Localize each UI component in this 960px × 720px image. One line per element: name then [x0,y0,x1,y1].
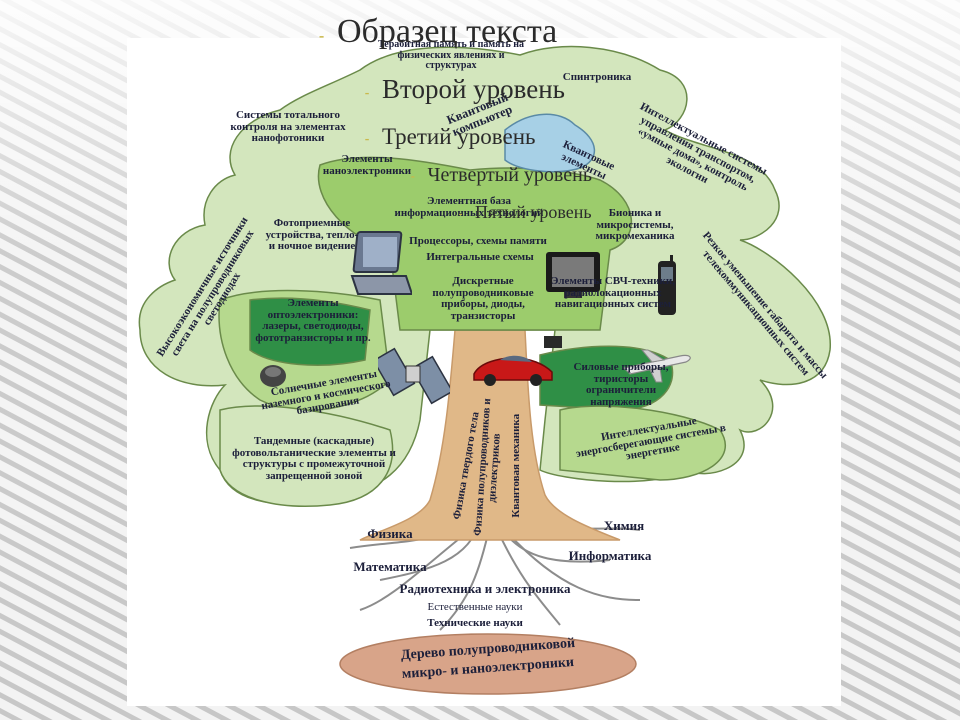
placeholder-level-2-text: Второй уровень [382,74,565,104]
placeholder-level-4-text: Четвертый уровень [427,164,592,186]
label-integrated-circuits: Интегральные схемы [426,251,534,263]
airplane-icon [622,349,691,383]
placeholder-level-1-text: Образец текста [337,13,558,50]
placeholder-level-2[interactable]: ⁃ Второй уровень [364,74,565,105]
monitor-icon [546,252,600,298]
bullet-icon: ⁃ [318,31,325,46]
mobile-phone-icon [658,255,676,315]
placeholder-level-1[interactable]: ⁃ Образец текста [318,13,557,51]
trunk-graphic [359,329,621,541]
canopy-graphic [138,45,831,507]
label-optoelectronics: Элементы оптоэлектроники: лазеры, светод… [255,297,371,344]
title-plaque [339,633,637,695]
label-processors: Процессоры, схемы памяти [409,235,547,247]
label-discrete-devices: Дискретные полупроводниковые приборы, ди… [432,275,534,322]
label-photoreceivers: Фотоприемные устройства, тепло- и ночное… [265,217,359,253]
label-mathematics: Математика [353,559,427,574]
label-nanoelectronics: Элементы наноэлектроники [322,153,412,177]
placeholder-level-3-text: Третий уровень [382,124,536,149]
label-element-base: Элементная база информационных технологи… [394,195,544,219]
label-total-control-systems: Системы тотального контроля на элементах… [230,109,346,145]
chip-icon [544,336,562,348]
bullet-icon: ⁃ [458,210,463,221]
placeholder-level-4[interactable]: ⁃ Четвертый уровень [410,164,592,187]
satellite-icon [378,347,450,405]
placeholder-level-3[interactable]: ⁃ Третий уровень [364,124,536,150]
placeholder-level-5-text: Пятый уровень [475,202,592,222]
mouse-icon [260,365,286,387]
label-terabit-memory: Терабитная память и память на физических… [377,39,525,71]
bullet-icon: ⁃ [364,133,370,147]
laptop-icon [350,231,412,295]
label-physics: Физика [367,526,413,541]
label-quantum-mechanics: Квантовая механика [510,413,523,518]
placeholder-level-5[interactable]: ⁃ Пятый уровень [458,202,592,223]
label-radio-electronics: Радиотехника и электроника [399,581,571,596]
label-informatics: Информатика [568,548,652,563]
label-chemistry: Химия [603,518,645,533]
label-power-devices: Силовые приборы, тиристоры ограничители … [573,361,669,408]
label-technical-sciences: Технические науки [427,617,523,629]
label-natural-sciences: Естественные науки [427,601,523,613]
label-microsystems: Бионика и микросистемы, микромеханика [595,207,675,243]
bullet-icon: ⁃ [410,172,416,184]
label-spintronics: Спинтроника [562,71,632,83]
bullet-icon: ⁃ [364,87,370,101]
sports-car-icon [473,355,553,386]
label-microwave-elements: Элементы СВЧ-техники, радиолокационных н… [551,275,675,311]
label-tandem-elements: Тандемные (каскадные) фотовольтанические… [232,435,396,482]
